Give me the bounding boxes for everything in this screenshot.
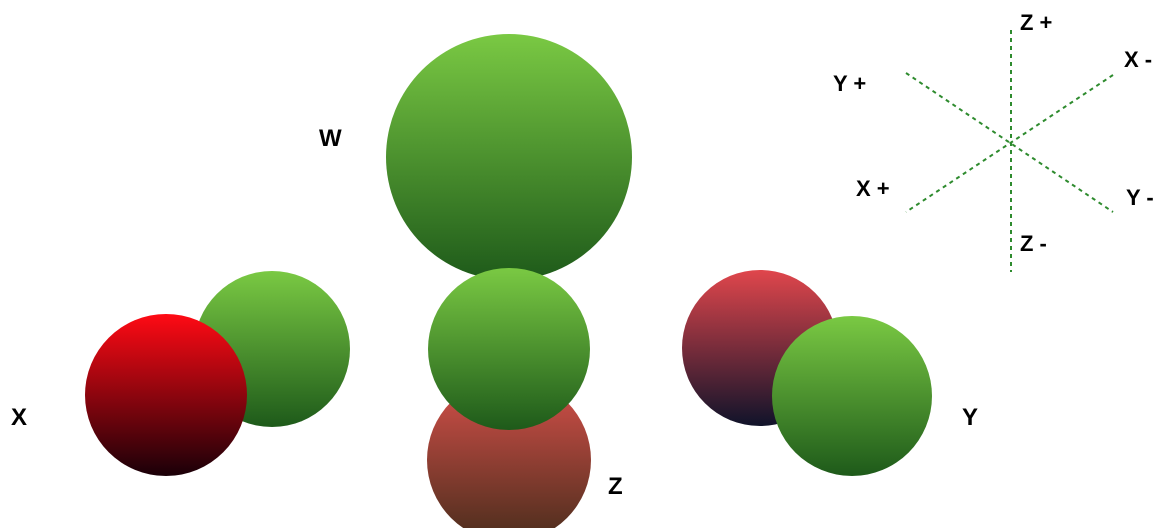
axis-z-plus-label: Z +: [1020, 10, 1052, 35]
axis-y-minus-label: Y -: [1126, 185, 1154, 210]
axis-x-plus-label: X +: [856, 176, 890, 201]
x-label: X: [11, 404, 27, 431]
axis-legend: [905, 30, 1114, 272]
y-label: Y: [962, 404, 978, 431]
z-sphere-front: [428, 268, 590, 430]
z-label: Z: [608, 473, 623, 500]
y-sphere-front: [772, 316, 932, 476]
axis-x-minus-label: X -: [1124, 47, 1152, 72]
w-sphere: [386, 34, 632, 280]
x-sphere-front: [85, 314, 247, 476]
w-label: W: [319, 125, 342, 152]
axis-y-line: [905, 72, 1114, 213]
axis-x-line: [905, 74, 1114, 213]
axis-z-minus-label: Z -: [1020, 231, 1047, 256]
axis-y-plus-label: Y +: [833, 71, 866, 96]
